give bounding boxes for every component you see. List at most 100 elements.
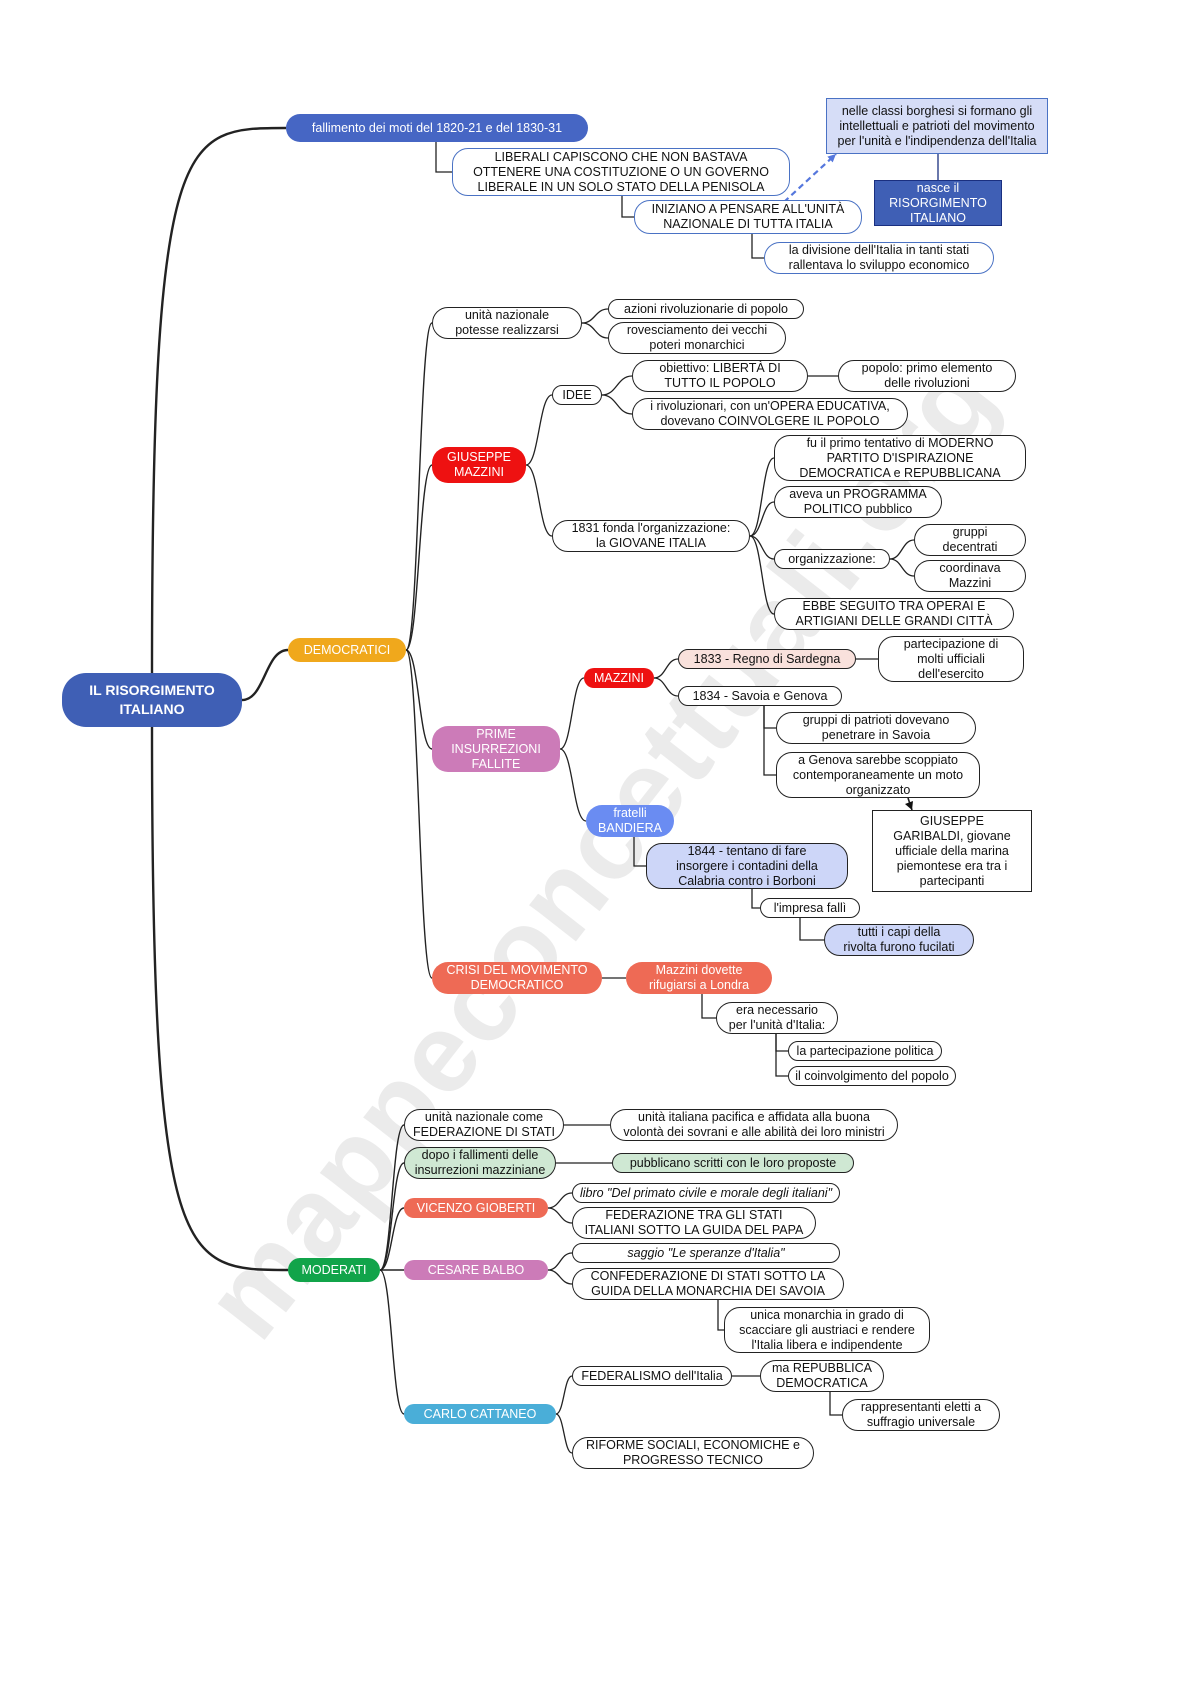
coordinava-mazzini-node[interactable]: coordinava Mazzini [914,560,1026,592]
connector [701,994,716,1019]
connector [379,1162,405,1271]
connector [241,648,289,702]
connector [547,1269,573,1285]
connector [763,706,776,776]
connector [763,706,776,729]
connector [405,464,433,651]
arrowhead [827,154,836,163]
impresa-falli-node[interactable]: l'impresa fallì [760,898,860,918]
arrowhead [905,801,913,810]
divisione-italia-node[interactable]: la divisione dell'Italia in tanti stati … [764,242,994,274]
classi-borghesi-node[interactable]: nelle classi borghesi si formano gli int… [826,98,1048,154]
organizzazione-node[interactable]: organizzazione: [774,549,890,569]
federalismo-node[interactable]: FEDERALISMO dell'Italia [572,1366,732,1386]
idee-node[interactable]: IDEE [552,385,602,405]
federazione-papa-node[interactable]: FEDERAZIONE TRA GLI STATI ITALIANI SOTTO… [572,1207,816,1239]
balbo-node[interactable]: CESARE BALBO [404,1260,548,1280]
rovesciamento-node[interactable]: rovesciamento dei vecchi poteri monarchi… [608,322,786,354]
connector [581,322,609,339]
rivoluzionari-node[interactable]: i rivoluzionari, con un'OPERA EDUCATIVA,… [632,398,908,430]
connector [633,837,646,867]
cattaneo-node[interactable]: CARLO CATTANEO [404,1404,556,1424]
mazzini-londra-node[interactable]: Mazzini dovette rifugiarsi a Londra [626,962,772,994]
connector [601,375,633,396]
savoia-genova-node[interactable]: 1834 - Savoia e Genova [678,686,842,706]
seguito-operai-node[interactable]: EBBE SEGUITO TRA OPERAI E ARTIGIANI DELL… [774,598,1014,630]
connector [799,918,824,941]
connector [749,457,775,537]
programma-politico-node[interactable]: aveva un PROGRAMMA POLITICO pubblico [774,486,942,518]
connector [435,142,452,173]
connector [717,1300,724,1331]
connector [150,126,287,674]
era-necessario-node[interactable]: era necessario per l'unità d'Italia: [716,1002,838,1034]
gruppi-decentrati-node[interactable]: gruppi decentrati [914,524,1026,556]
connector [405,649,433,750]
confederazione-savoia-node[interactable]: CONFEDERAZIONE DI STATI SOTTO LA GUIDA D… [572,1268,844,1300]
connector [379,1207,405,1271]
connector [621,196,634,218]
fallimento-moti-node[interactable]: fallimento dei moti del 1820-21 e del 18… [286,114,588,142]
connector [547,1252,573,1271]
obiettivo-node[interactable]: obiettivo: LIBERTÀ DI TUTTO IL POPOLO [632,360,808,392]
connector [547,1207,573,1224]
connector [581,308,609,324]
connector [889,539,915,560]
unica-monarchia-node[interactable]: unica monarchia in grado di scacciare gl… [724,1307,930,1353]
garibaldi-node[interactable]: GIUSEPPE GARIBALDI, giovane ufficiale de… [872,810,1032,892]
genova-moto-node[interactable]: a Genova sarebbe scoppiato contemporanea… [776,752,980,798]
tentano-calabria-node[interactable]: 1844 - tentano di fare insorgere i conta… [646,843,848,889]
connector [751,889,760,909]
prime-insurrezioni-node[interactable]: PRIME INSURREZIONI FALLITE [432,726,560,772]
unita-realizzarsi-node[interactable]: unità nazionale potesse realizzarsi [432,307,582,339]
unita-pacifica-node[interactable]: unità italiana pacifica e affidata alla … [610,1109,898,1141]
root-node[interactable]: IL RISORGIMENTO ITALIANO [62,673,242,727]
repubblica-democratica-node[interactable]: ma REPUBBLICA DEMOCRATICA [760,1360,884,1392]
connector [653,677,679,697]
dopo-fallimenti-node[interactable]: dopo i fallimenti delle insurrezioni maz… [404,1147,556,1179]
connector [829,1392,842,1416]
connector [547,1192,573,1209]
pubblicano-scritti-node[interactable]: pubblicano scritti con le loro proposte [612,1153,854,1173]
moderati-node[interactable]: MODERATI [288,1258,380,1282]
popolo-elemento-node[interactable]: popolo: primo elemento delle rivoluzioni [838,360,1016,392]
connector [775,1034,788,1077]
partecipazione-ufficiali-node[interactable]: partecipazione di molti ufficiali dell'e… [878,636,1024,682]
primo-partito-node[interactable]: fu il primo tentativo di MODERNO PARTITO… [774,435,1026,481]
connector [749,535,775,615]
riforme-sociali-node[interactable]: RIFORME SOCIALI, ECONOMICHE e PROGRESSO … [572,1437,814,1469]
connector [555,1375,573,1415]
giuseppe-mazzini-node[interactable]: GIUSEPPE MAZZINI [432,447,526,483]
liberali-node[interactable]: LIBERALI CAPISCONO CHE NON BASTAVA OTTEN… [452,148,790,196]
libro-primato-node[interactable]: libro "Del primato civile e morale degli… [572,1183,840,1203]
gruppi-patrioti-node[interactable]: gruppi di patrioti dovevano penetrare in… [776,712,976,744]
connector [889,558,915,577]
connector [653,658,679,679]
crisi-movimento-node[interactable]: CRISI DEL MOVIMENTO DEMOCRATICO [432,962,602,994]
iniziano-unita-node[interactable]: INIZIANO A PENSARE ALL'UNITÀ NAZIONALE D… [634,200,862,234]
connector [405,322,433,651]
giovane-italia-node[interactable]: 1831 fonda l'organizzazione: la GIOVANE … [552,520,750,552]
connector [379,1124,405,1271]
connector [379,1269,405,1415]
partecipazione-politica-node[interactable]: la partecipazione politica [788,1041,942,1061]
connector [775,1034,788,1052]
connector [749,501,775,537]
capi-fucilati-node[interactable]: tutti i capi della rivolta furono fucila… [824,924,974,956]
connector [783,153,837,203]
gioberti-node[interactable]: VICENZO GIOBERTI [404,1198,548,1218]
federazione-stati-node[interactable]: unità nazionale come FEDERAZIONE DI STAT… [404,1109,564,1141]
mazzini-node[interactable]: MAZZINI [584,668,654,688]
connector [525,464,553,537]
rappresentanti-eletti-node[interactable]: rappresentanti eletti a suffragio univer… [842,1399,1000,1431]
coinvolgimento-popolo-node[interactable]: il coinvolgimento del popolo [788,1066,956,1086]
connector [525,394,553,466]
regno-sardegna-node[interactable]: 1833 - Regno di Sardegna [678,649,856,669]
nasce-risorgimento-node[interactable]: nasce il RISORGIMENTO ITALIANO [874,180,1002,226]
saggio-speranze-node[interactable]: saggio "Le speranze d'Italia" [572,1243,840,1263]
fratelli-bandiera-node[interactable]: fratelli BANDIERA [586,805,674,837]
democratici-node[interactable]: DEMOCRATICI [288,638,406,662]
connector [601,394,633,415]
azioni-rivoluzionarie-node[interactable]: azioni rivoluzionarie di popolo [608,299,804,319]
